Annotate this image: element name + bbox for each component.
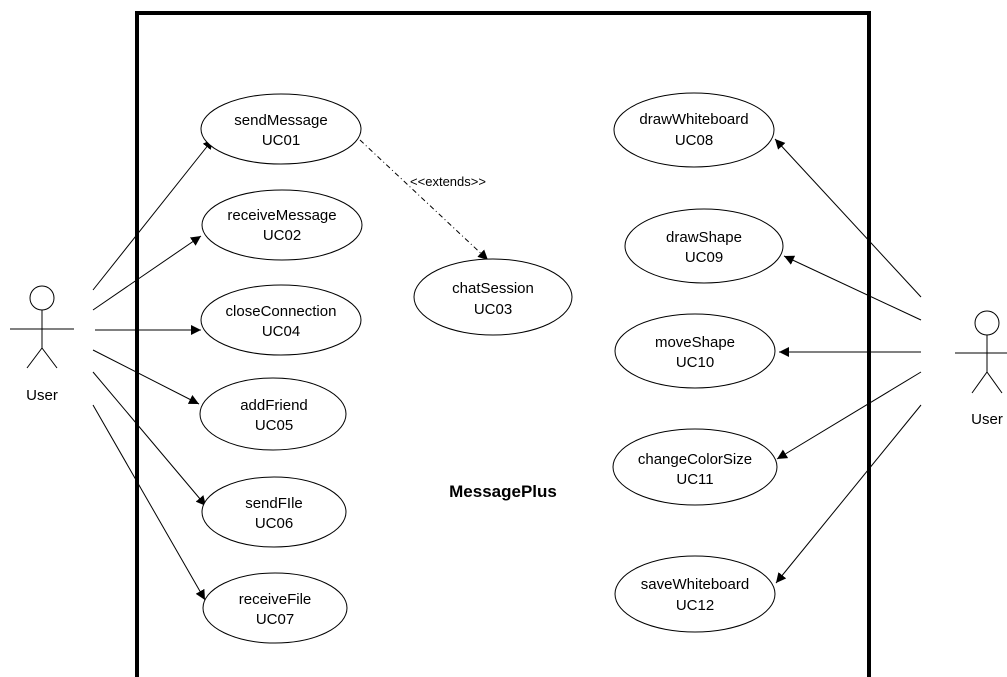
actor-head (29, 285, 55, 311)
use-case-ellipse (199, 377, 347, 451)
use-case-ellipse (613, 92, 775, 168)
use-case-id: UC06 (255, 515, 293, 532)
use-case-ellipse (200, 284, 362, 356)
use-case-name: chatSession (452, 280, 534, 297)
extends-label: <<extends>> (410, 174, 486, 189)
use-case-ellipse (413, 258, 573, 336)
use-case-id: UC08 (675, 132, 713, 149)
use-case-ellipse (624, 208, 784, 284)
use-case-name: receiveMessage (227, 207, 336, 224)
use-case-uc10[interactable]: moveShape UC10 (614, 313, 776, 389)
association-uc02 (92, 235, 202, 311)
association-uc01 (92, 138, 214, 291)
use-case-name: saveWhiteboard (641, 576, 749, 593)
actor-user-right[interactable]: User (955, 310, 1007, 428)
right-associations (774, 138, 922, 584)
use-case-id: UC02 (263, 227, 301, 244)
association-uc08 (774, 138, 922, 298)
use-case-id: UC04 (262, 323, 300, 340)
use-case-ellipse (200, 93, 362, 165)
use-case-id: UC11 (676, 471, 713, 488)
system-name: MessagePlus (449, 482, 557, 501)
actor-left-leg (26, 347, 43, 369)
left-associations (92, 138, 214, 601)
use-case-ellipse (612, 428, 778, 506)
use-case-uc05[interactable]: addFriend UC05 (199, 377, 347, 451)
use-case-id: UC09 (685, 249, 723, 266)
association-uc07 (92, 404, 206, 601)
association-uc11 (776, 371, 922, 460)
use-case-name: sendMessage (234, 112, 327, 129)
use-case-ellipse (614, 313, 776, 389)
extends-line (359, 139, 489, 261)
actor-head (974, 310, 1000, 336)
association-uc09 (783, 255, 922, 321)
actor-label: User (26, 387, 58, 404)
use-case-uc01[interactable]: sendMessage UC01 (200, 93, 362, 165)
use-case-uc04[interactable]: closeConnection UC04 (200, 284, 362, 356)
actor-right-leg (41, 347, 58, 369)
use-case-name: sendFIle (245, 495, 303, 512)
use-case-uc11[interactable]: changeColorSize UC11 (612, 428, 778, 506)
use-case-ellipse (614, 555, 776, 633)
association-uc05 (92, 349, 200, 405)
use-case-name: moveShape (655, 334, 735, 351)
use-case-uc06[interactable]: sendFIle UC06 (201, 476, 347, 548)
actor-left-leg (971, 371, 988, 394)
extends-relationship: <<extends>> (359, 139, 489, 261)
use-case-ellipse (201, 476, 347, 548)
use-case-uc09[interactable]: drawShape UC09 (624, 208, 784, 284)
association-uc06 (92, 371, 207, 507)
use-case-uc07[interactable]: receiveFile UC07 (202, 572, 348, 644)
association-uc12 (775, 404, 922, 584)
use-case-name: drawWhiteboard (639, 111, 748, 128)
use-case-uc03[interactable]: chatSession UC03 (413, 258, 573, 336)
actor-right-leg (986, 371, 1003, 394)
use-case-ellipse (202, 572, 348, 644)
use-case-name: closeConnection (226, 303, 337, 320)
use-case-uc08[interactable]: drawWhiteboard UC08 (613, 92, 775, 168)
use-case-ellipse (201, 189, 363, 261)
use-case-name: changeColorSize (638, 451, 752, 468)
use-case-id: UC01 (262, 132, 300, 149)
use-case-id: UC05 (255, 417, 293, 434)
actor-label: User (971, 411, 1003, 428)
use-case-uc12[interactable]: saveWhiteboard UC12 (614, 555, 776, 633)
use-case-uc02[interactable]: receiveMessage UC02 (201, 189, 363, 261)
use-case-id: UC03 (474, 301, 512, 318)
use-case-id: UC12 (676, 597, 714, 614)
use-case-name: drawShape (666, 229, 742, 246)
use-case-id: UC10 (676, 354, 714, 371)
use-case-name: receiveFile (239, 591, 312, 608)
system-boundary: MessagePlus (135, 11, 871, 677)
use-case-name: addFriend (240, 397, 308, 414)
use-case-id: UC07 (256, 611, 294, 628)
actor-user-left[interactable]: User (10, 285, 74, 404)
